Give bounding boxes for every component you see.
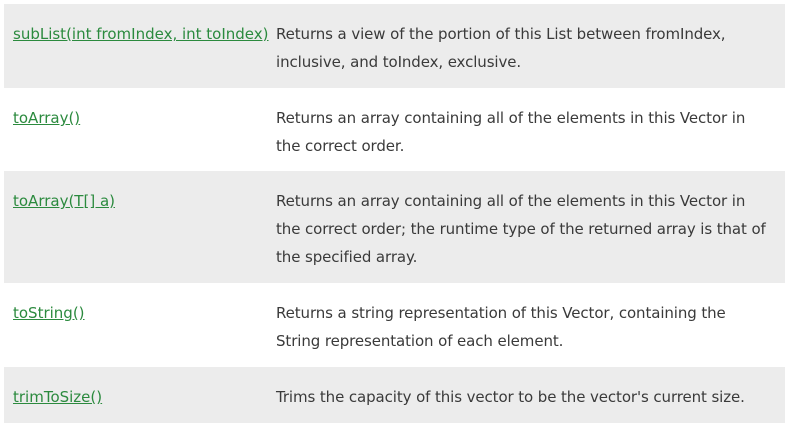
method-cell: trimToSize() <box>4 383 276 423</box>
table-row: trimToSize() Trims the capacity of this … <box>4 367 785 423</box>
table-row: subList(int fromIndex, int toIndex) Retu… <box>4 4 785 88</box>
method-link-trimtosize[interactable]: trimToSize() <box>13 388 103 406</box>
description-cell: Trims the capacity of this vector to be … <box>276 388 745 406</box>
method-link-toarray-typed[interactable]: toArray(T[] a) <box>13 192 115 210</box>
method-cell: toArray(T[] a) <box>4 187 276 283</box>
description-cell: Returns a string representation of this … <box>276 304 726 350</box>
method-cell: toArray() <box>4 104 276 171</box>
method-link-tostring[interactable]: toString() <box>13 304 85 322</box>
table-row: toArray(T[] a) Returns an array containi… <box>4 171 785 283</box>
description-cell: Returns a view of the portion of this Li… <box>276 25 726 71</box>
description-cell: Returns an array containing all of the e… <box>276 192 766 266</box>
method-cell: subList(int fromIndex, int toIndex) <box>4 20 276 88</box>
method-link-sublist[interactable]: subList(int fromIndex, int toIndex) <box>13 25 269 43</box>
method-link-toarray[interactable]: toArray() <box>13 109 81 127</box>
table-row: toString() Returns a string representati… <box>4 283 785 367</box>
description-cell: Returns an array containing all of the e… <box>276 109 746 155</box>
method-cell: toString() <box>4 299 276 367</box>
method-summary-table: subList(int fromIndex, int toIndex) Retu… <box>4 4 785 423</box>
table-row: toArray() Returns an array containing al… <box>4 88 785 171</box>
